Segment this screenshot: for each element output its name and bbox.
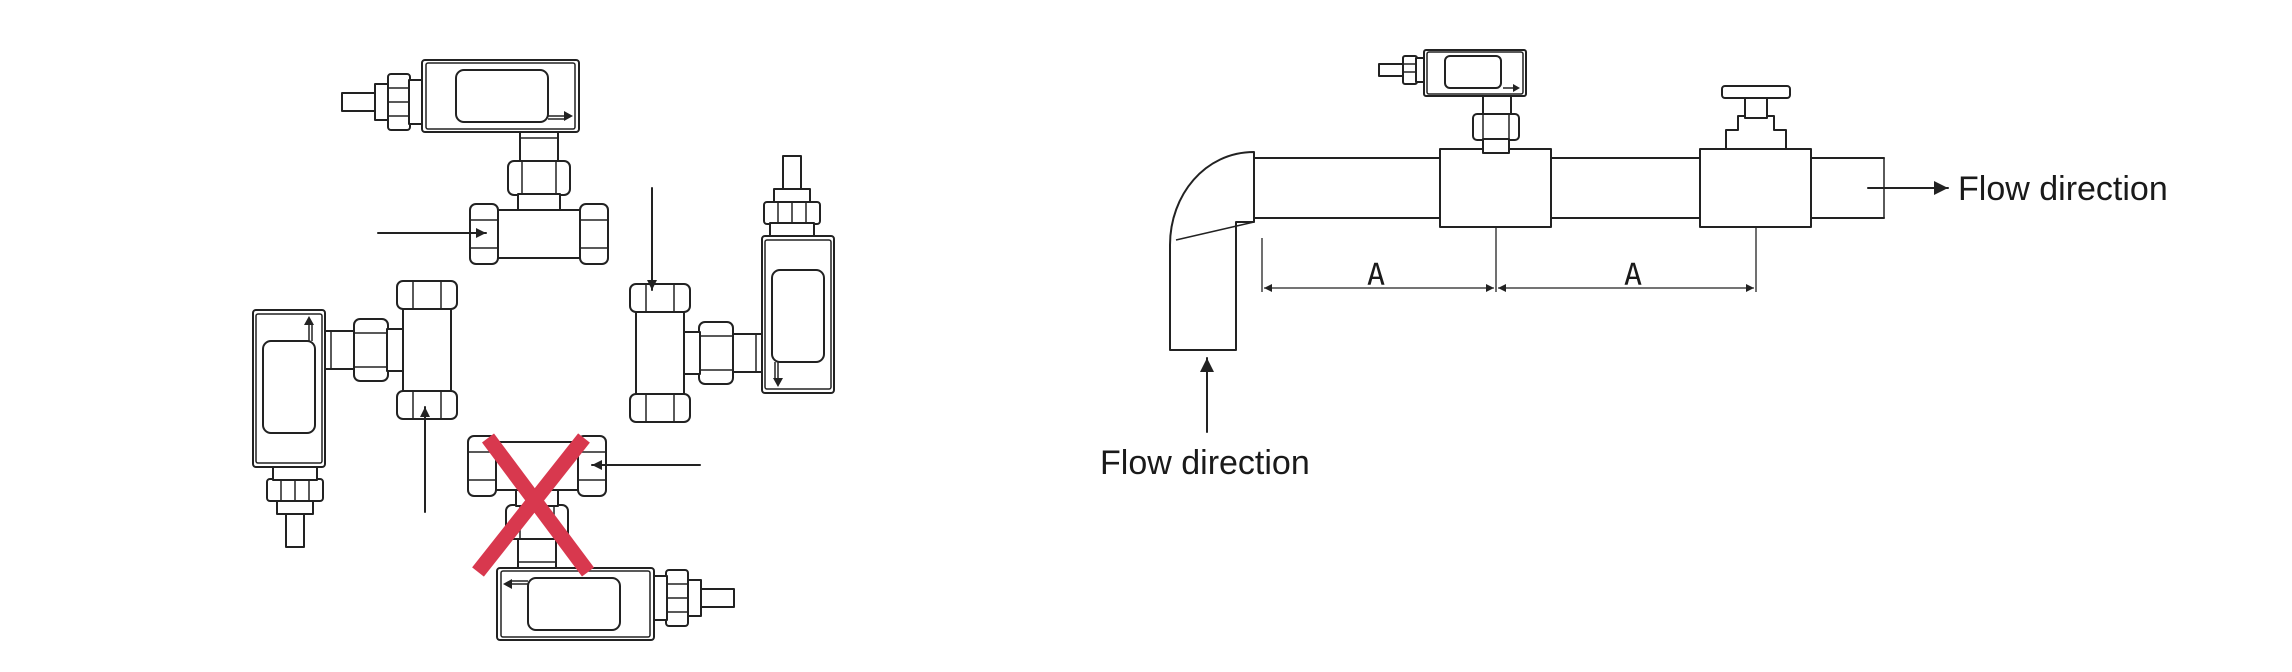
pipe-installation-figure: A A Flow direction Flow direction	[1100, 49, 2168, 482]
dimension-lines: A A	[1264, 258, 1754, 293]
flow-switch-right-correct	[629, 155, 835, 423]
flow-switch-left-correct	[252, 280, 458, 548]
dimension-label-a-1: A	[1367, 258, 1385, 293]
dimension-label-a-2: A	[1624, 258, 1642, 293]
mounted-flow-switch	[1378, 49, 1527, 154]
valve-body	[1699, 148, 1812, 228]
flow-switch-top-correct	[341, 59, 609, 265]
flow-direction-label-outlet: Flow direction	[1958, 170, 2168, 208]
horizontal-pipe	[1253, 85, 1885, 292]
installation-orientations	[252, 59, 835, 641]
pipe-elbow	[1169, 151, 1255, 351]
flow-direction-label-inlet: Flow direction	[1100, 444, 1310, 482]
flow-switch-bottom-incorrect	[467, 433, 735, 641]
flow-switch-tee	[1439, 148, 1552, 228]
